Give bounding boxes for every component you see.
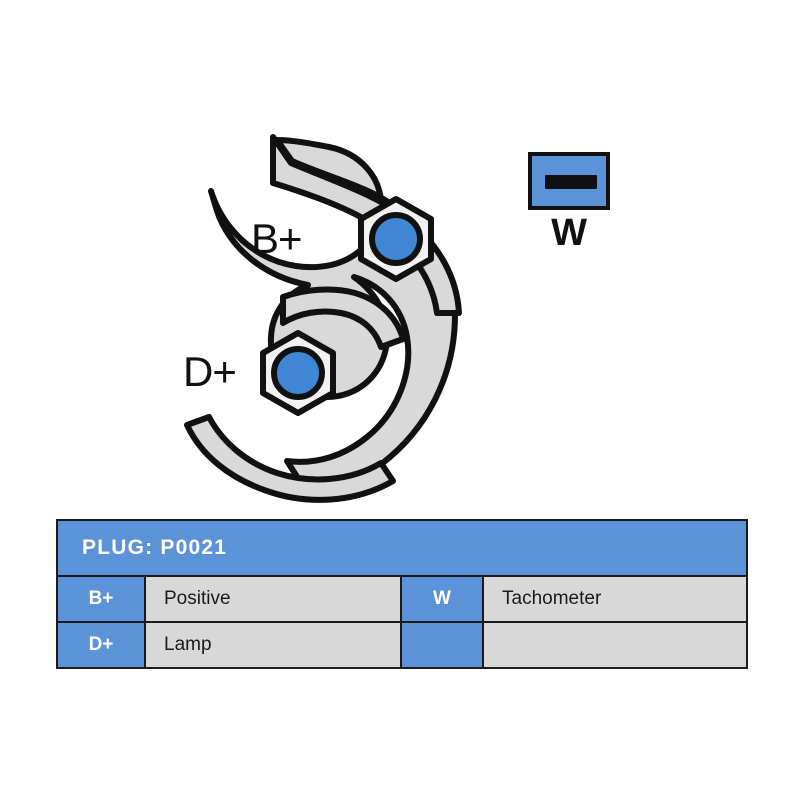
pin-cell-d-plus: D+ (56, 621, 146, 669)
b-plus-hex-nut (358, 196, 434, 282)
d-plus-terminal-label: D+ (183, 348, 237, 395)
w-terminal-figure: W (528, 152, 614, 270)
desc-cell-d-plus: Lamp (144, 621, 402, 669)
d-plus-stud (271, 346, 325, 400)
pin-cell-w: W (400, 575, 484, 623)
table-row: D+ Lamp (56, 621, 749, 669)
table-row: B+ Positive W Tachometer (56, 575, 749, 623)
b-plus-stud (369, 212, 423, 266)
w-terminal-label: W (551, 212, 587, 254)
plug-pinout-table: PLUG: P0021 B+ Positive W Tachometer D+ … (55, 519, 749, 669)
pin-cell-empty (400, 621, 484, 669)
connector-middle-wedge (280, 286, 406, 350)
connector-upper-arm (270, 134, 462, 316)
plug-header-cell: PLUG: P0021 (55, 519, 749, 577)
b-plus-terminal-label: B+ (251, 215, 303, 262)
connector-lower-arm (184, 414, 396, 503)
table-header-row: PLUG: P0021 (55, 519, 749, 577)
desc-cell-w: Tachometer (481, 575, 749, 623)
desc-cell-b-plus: Positive (144, 575, 402, 623)
blade-slot-icon (545, 175, 597, 189)
w-terminal-body (528, 152, 610, 210)
d-plus-hex-nut (260, 330, 336, 416)
pin-cell-b-plus: B+ (56, 575, 146, 623)
connector-svg (184, 134, 462, 503)
desc-cell-empty (481, 621, 749, 669)
alternator-connector-figure: B+ D+ (165, 125, 465, 503)
